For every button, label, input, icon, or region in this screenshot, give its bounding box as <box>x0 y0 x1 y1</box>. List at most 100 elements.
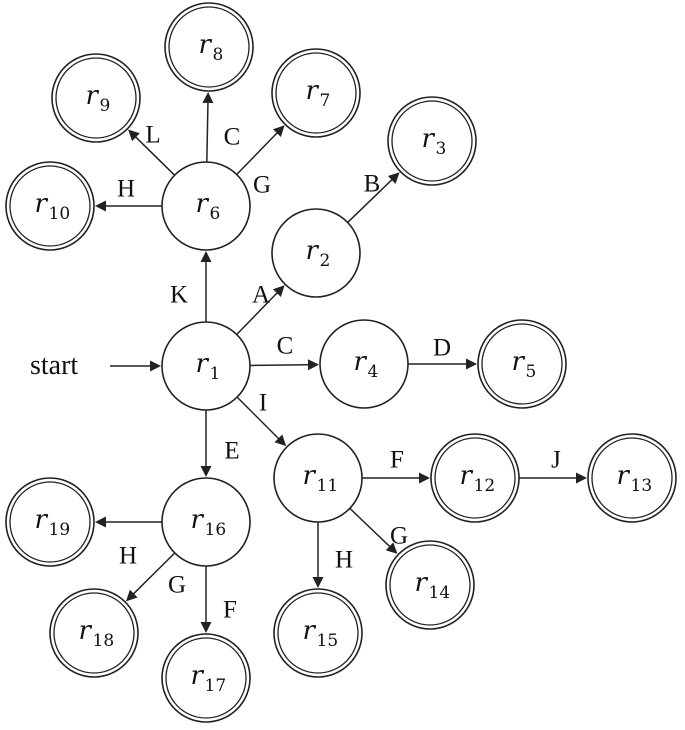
arrowhead-r1-r4 <box>307 359 320 371</box>
state-label-r19: r <box>35 505 49 535</box>
state-subscript-r16: 16 <box>205 520 227 540</box>
state-circle-r2 <box>271 208 361 298</box>
transition-label-r6-r10: H <box>117 176 135 203</box>
state-circle-r6 <box>161 161 251 251</box>
transition-label-r16-r18: G <box>168 572 186 599</box>
transition-label-r4-r5: D <box>433 335 451 362</box>
state-label-r4: r <box>354 347 368 377</box>
transition-label-r6-r8: C <box>224 124 241 151</box>
state-label-r14: r <box>415 568 429 598</box>
accepting-ring-r9 <box>55 57 137 139</box>
state-circle-r10 <box>5 161 95 251</box>
state-circle-r5 <box>477 319 567 409</box>
state-subscript-r14: 14 <box>429 583 451 603</box>
state-subscript-r7: 7 <box>320 91 331 111</box>
arrowhead-r2-r3 <box>387 172 400 184</box>
arrowhead-r11-r14 <box>385 542 398 554</box>
state-subscript-r5: 5 <box>526 362 537 382</box>
state-subscript-r17: 17 <box>205 676 227 696</box>
accepting-ring-r12 <box>434 437 516 519</box>
accepting-ring-r8 <box>168 6 250 88</box>
state-subscript-r18: 18 <box>93 631 115 651</box>
state-subscript-r2: 2 <box>320 251 331 271</box>
arrowhead-r16-r19 <box>95 516 106 528</box>
state-label-r6: r <box>196 189 210 219</box>
state-circle-r4 <box>319 319 409 409</box>
transition-label-r16-r19: H <box>119 543 137 570</box>
accepting-ring-r19 <box>9 481 91 563</box>
state-label-r16: r <box>191 505 205 535</box>
state-circle-r11 <box>273 433 363 523</box>
state-circle-r13 <box>587 433 677 523</box>
state-subscript-r3: 3 <box>436 139 447 159</box>
state-circle-r3 <box>387 96 477 186</box>
state-circle-r16 <box>161 477 251 567</box>
state-label-r12: r <box>460 461 474 491</box>
arrowhead-r11-r12 <box>419 472 430 484</box>
transition-label-r11-r12: F <box>390 447 404 474</box>
state-label-r11: r <box>303 461 317 491</box>
arrowhead-r4-r5 <box>466 358 477 370</box>
arrowhead-r11-r15 <box>312 577 324 588</box>
state-label-r18: r <box>79 616 93 646</box>
state-circle-r7 <box>271 48 361 138</box>
transition-r16-r18 <box>132 552 176 595</box>
transition-label-r6-r7: G <box>253 172 271 199</box>
start-indicator: start <box>30 350 78 381</box>
state-label-r5: r <box>512 347 526 377</box>
state-circle-r18 <box>49 588 139 678</box>
state-subscript-r10: 10 <box>49 204 71 224</box>
accepting-ring-r15 <box>277 592 359 674</box>
arrowhead-r1-r2 <box>272 285 285 297</box>
state-label-r2: r <box>306 236 320 266</box>
start-arrowhead <box>150 360 161 372</box>
arrowhead-r1-r11 <box>274 434 287 447</box>
transition-label-r1-r2: A <box>252 282 270 309</box>
state-subscript-r11: 11 <box>317 476 339 496</box>
transition-label-r1-r11: I <box>259 390 267 417</box>
state-label-r13: r <box>617 461 631 491</box>
transition-r11-r14 <box>349 507 391 548</box>
state-subscript-r19: 19 <box>49 520 71 540</box>
accepting-ring-r17 <box>165 637 247 719</box>
accepting-ring-r10 <box>9 165 91 247</box>
transition-label-r11-r15: H <box>335 547 353 574</box>
state-label-r10: r <box>35 189 49 219</box>
state-subscript-r13: 13 <box>631 476 653 496</box>
start-label: start <box>30 350 78 381</box>
state-circle-r8 <box>164 2 254 92</box>
arrowhead-r6-r7 <box>272 125 285 137</box>
state-label-r1: r <box>196 349 210 379</box>
transition-r1-r2 <box>236 291 279 335</box>
state-label-r17: r <box>191 661 205 691</box>
arrowhead-r16-r18 <box>125 589 138 602</box>
accepting-ring-r7 <box>275 52 357 134</box>
arrowhead-r6-r10 <box>95 200 106 212</box>
accepting-ring-r18 <box>53 592 135 674</box>
state-subscript-r6: 6 <box>210 204 221 224</box>
state-circle-r12 <box>430 433 520 523</box>
state-label-r8: r <box>199 30 213 60</box>
arrowhead-r1-r16 <box>200 466 212 477</box>
accepting-ring-r13 <box>591 437 673 519</box>
transition-label-r11-r14: G <box>390 523 408 550</box>
state-subscript-r8: 8 <box>213 45 224 65</box>
state-label-r15: r <box>303 616 317 646</box>
transition-label-r1-r4: C <box>277 333 294 360</box>
accepting-ring-r14 <box>389 544 471 626</box>
